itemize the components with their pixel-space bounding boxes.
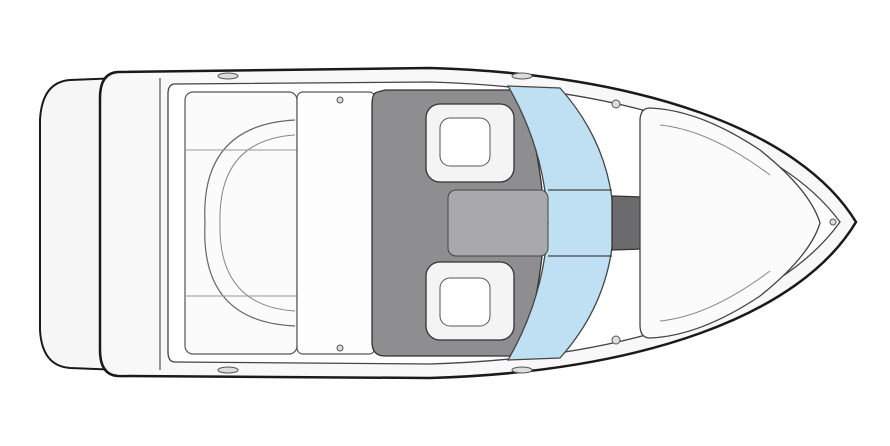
passenger-seat xyxy=(425,261,515,341)
bow-seating xyxy=(639,107,821,339)
windshield xyxy=(506,85,615,361)
cleats xyxy=(217,72,837,374)
center-walkway xyxy=(447,189,549,257)
helm-seat xyxy=(425,103,515,183)
rear-sun-pad xyxy=(184,91,298,355)
bench-back xyxy=(296,91,376,355)
rear-seat-curve xyxy=(204,119,296,327)
